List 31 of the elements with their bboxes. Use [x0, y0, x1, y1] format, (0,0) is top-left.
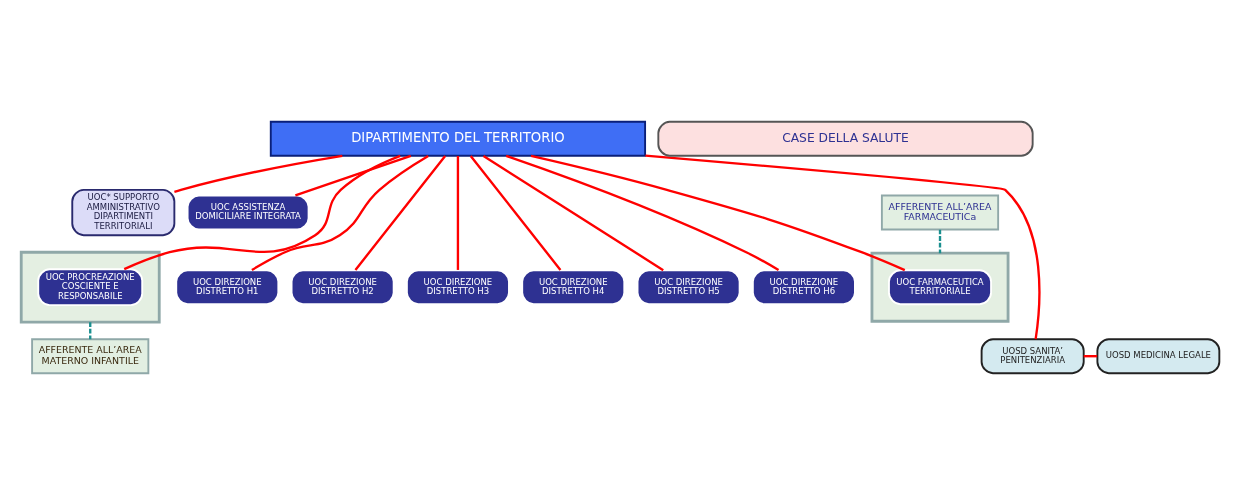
- cluster: [19, 250, 161, 324]
- connector: [174, 154, 343, 193]
- node-box: UOC ASSISTENZA DOMICILIARE INTEGRATA: [186, 194, 310, 231]
- node-box: UOSD MEDICINA LEGALE: [1096, 338, 1221, 375]
- node-box: UOC DIREZIONE DISTRETTO H6: [751, 269, 856, 306]
- connector: [123, 154, 401, 271]
- node-box: UOSD SANITA’ PENITENZIARIA: [980, 338, 1085, 375]
- cluster: [870, 251, 1010, 323]
- node-box: UOC PROCREAZIONE COSCIENTE E RESPONSABILE: [37, 268, 144, 307]
- node-box: AFFERENTE ALL’AREA FARMACEUTICa: [880, 194, 1000, 231]
- node-box: UOC DIREZIONE DISTRETTO H5: [636, 269, 741, 306]
- node-box: UOC DIREZIONE DISTRETTO H1: [175, 269, 280, 306]
- connector: [89, 322, 92, 340]
- connector: [530, 154, 906, 272]
- connector: [295, 154, 412, 197]
- node-box: UOC DIREZIONE DISTRETTO H3: [405, 269, 510, 306]
- connector: [251, 154, 429, 272]
- connector: [354, 155, 447, 271]
- node-box: UOC DIREZIONE DISTRETTO H4: [521, 269, 626, 306]
- node-box: CASE DELLA SALUTE: [657, 120, 1034, 157]
- connector: [938, 229, 942, 254]
- connector: [456, 156, 460, 270]
- node-box: UOC FARMACEUTICA TERRITORIALE: [888, 269, 992, 306]
- connector: [505, 154, 780, 272]
- connector: [645, 154, 1041, 340]
- node-box: UOC* SUPPORTO AMMINISTRATIVO DIPARTIMENTI TERRITORIALI: [71, 188, 176, 237]
- connector: [482, 155, 664, 272]
- node-box: UOC DIREZIONE DISTRETTO H2: [290, 269, 395, 306]
- node-box: AFFERENTE ALL’AREA MATERNO INFANTILE: [31, 338, 150, 375]
- connector: [469, 155, 562, 271]
- node-box: DIPARTIMENTO DEL TERRITORIO: [269, 120, 647, 157]
